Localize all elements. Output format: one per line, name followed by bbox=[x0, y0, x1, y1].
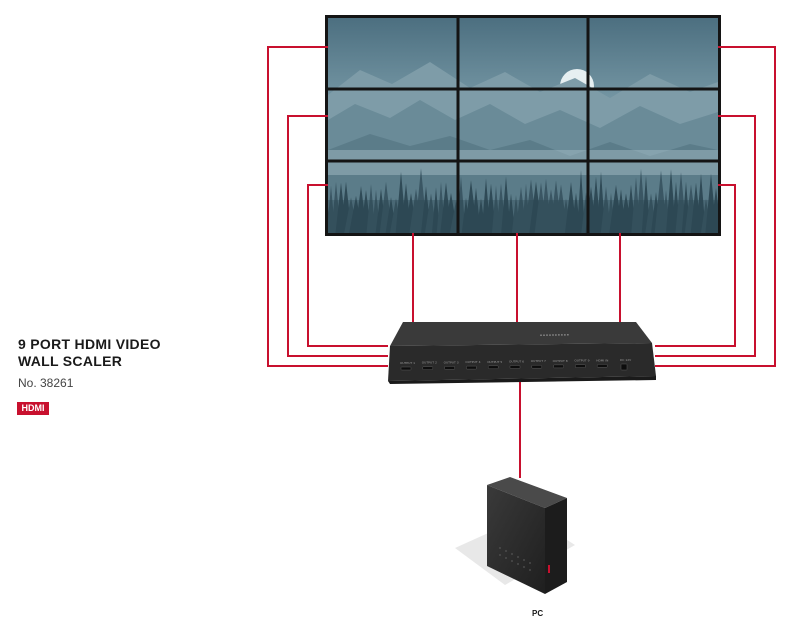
port-label: OUTPUT 4 bbox=[465, 360, 480, 364]
device-port-row: OUTPUT 1 OUTPUT 2 OUTPUT 3 OUTPUT 4 OUTPUT 5… bbox=[400, 358, 632, 371]
product-number: No. 38261 bbox=[18, 376, 74, 390]
tree bbox=[710, 187, 718, 233]
cable-right-middle bbox=[655, 115, 756, 357]
landscape-image bbox=[328, 18, 718, 233]
product-title: 9 PORT HDMI VIDEO WALL SCALER bbox=[18, 336, 161, 369]
cable-right-top bbox=[655, 46, 776, 367]
port-label: OUTPUT 1 bbox=[400, 361, 415, 365]
power-port-icon bbox=[620, 363, 628, 371]
cable-right-bottom bbox=[655, 184, 736, 347]
cable-left-middle bbox=[287, 115, 388, 357]
port-label: OUTPUT 2 bbox=[422, 361, 437, 365]
hdmi-port-icon bbox=[531, 364, 543, 369]
hdmi-port-icon bbox=[400, 366, 412, 371]
video-wall bbox=[325, 15, 721, 236]
port-label: OUTPUT 6 bbox=[509, 360, 524, 364]
cable-left-bottom bbox=[307, 184, 388, 347]
hdmi-cables bbox=[267, 46, 776, 478]
hdmi-port-icon bbox=[509, 365, 521, 369]
hdmi-port-icon bbox=[596, 364, 608, 368]
port-label: DC 12V bbox=[620, 358, 632, 362]
video-wall-seams bbox=[328, 18, 718, 233]
port-label: OUTPUT 9 bbox=[574, 359, 589, 363]
tree bbox=[576, 170, 586, 233]
svg-text:▪ ▪ ▪ ▪ ▪ ▪ ▪ ▪ ▪ ▪: ▪ ▪ ▪ ▪ ▪ ▪ ▪ ▪ ▪ ▪ bbox=[540, 332, 569, 337]
hdmi-port-icon bbox=[487, 365, 499, 370]
pc-power-light bbox=[548, 565, 550, 573]
pc-label: PC bbox=[532, 609, 544, 618]
hdmi-badge: HDMI bbox=[17, 402, 49, 415]
hdmi-port-icon bbox=[575, 364, 586, 368]
pc-vent bbox=[499, 547, 531, 571]
forest-treeline bbox=[328, 168, 718, 233]
hdmi-port-icon bbox=[466, 365, 477, 370]
port-label: OUTPUT 5 bbox=[487, 360, 502, 364]
cable-left-top bbox=[267, 46, 388, 367]
port-label: HDMI IN bbox=[596, 358, 608, 362]
port-label: OUTPUT 3 bbox=[444, 360, 459, 364]
hdmi-port-icon bbox=[444, 366, 455, 370]
hdmi-port-icon bbox=[553, 364, 564, 369]
tree bbox=[715, 213, 718, 233]
hdmi-port-icon bbox=[422, 366, 434, 370]
port-label: OUTPUT 8 bbox=[553, 359, 568, 363]
pc-tower-icon bbox=[455, 477, 575, 594]
port-label: OUTPUT 7 bbox=[531, 359, 546, 363]
